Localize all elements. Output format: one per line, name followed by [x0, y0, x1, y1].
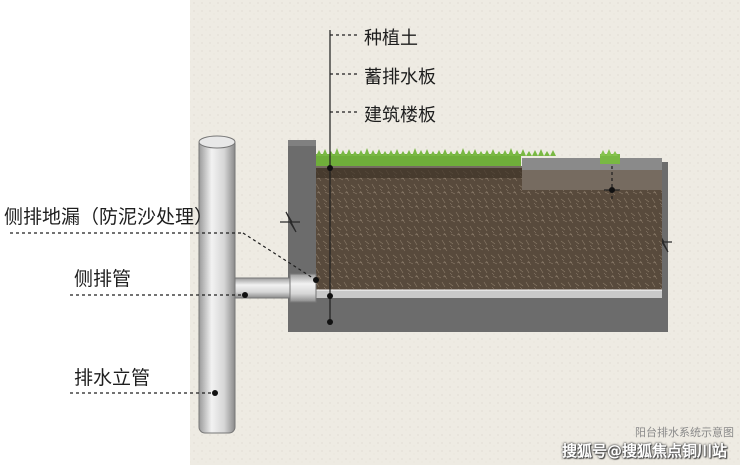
grass-layer	[316, 148, 620, 166]
drainage-board-layer	[316, 290, 662, 298]
label-side-drain-pipe: 侧排管	[74, 268, 132, 290]
leader-side-floor-drain-diag	[242, 232, 317, 281]
leader-dots	[212, 165, 615, 396]
label-building-slab: 建筑楼板	[364, 105, 436, 126]
diagram-caption: 阳台排水系统示意图	[635, 426, 734, 439]
wall-cap	[288, 140, 316, 146]
label-vertical-drain-pipe: 排水立管	[74, 367, 151, 389]
vertical-drain-pipe	[198, 135, 236, 434]
bottom-slab	[288, 298, 668, 332]
leader-lines	[10, 30, 620, 394]
watermark-text: 搜狐号@搜狐焦点铜川站	[562, 442, 728, 460]
left-break-mark	[280, 211, 300, 233]
label-planting-soil: 种植土	[364, 28, 418, 49]
side-drain-pipe	[234, 273, 317, 303]
label-side-floor-drain: 侧排地漏（防泥沙处理）	[4, 206, 214, 228]
paving-right	[522, 158, 662, 170]
label-drainage-board: 蓄排水板	[364, 67, 436, 88]
gravel-right	[522, 170, 662, 190]
